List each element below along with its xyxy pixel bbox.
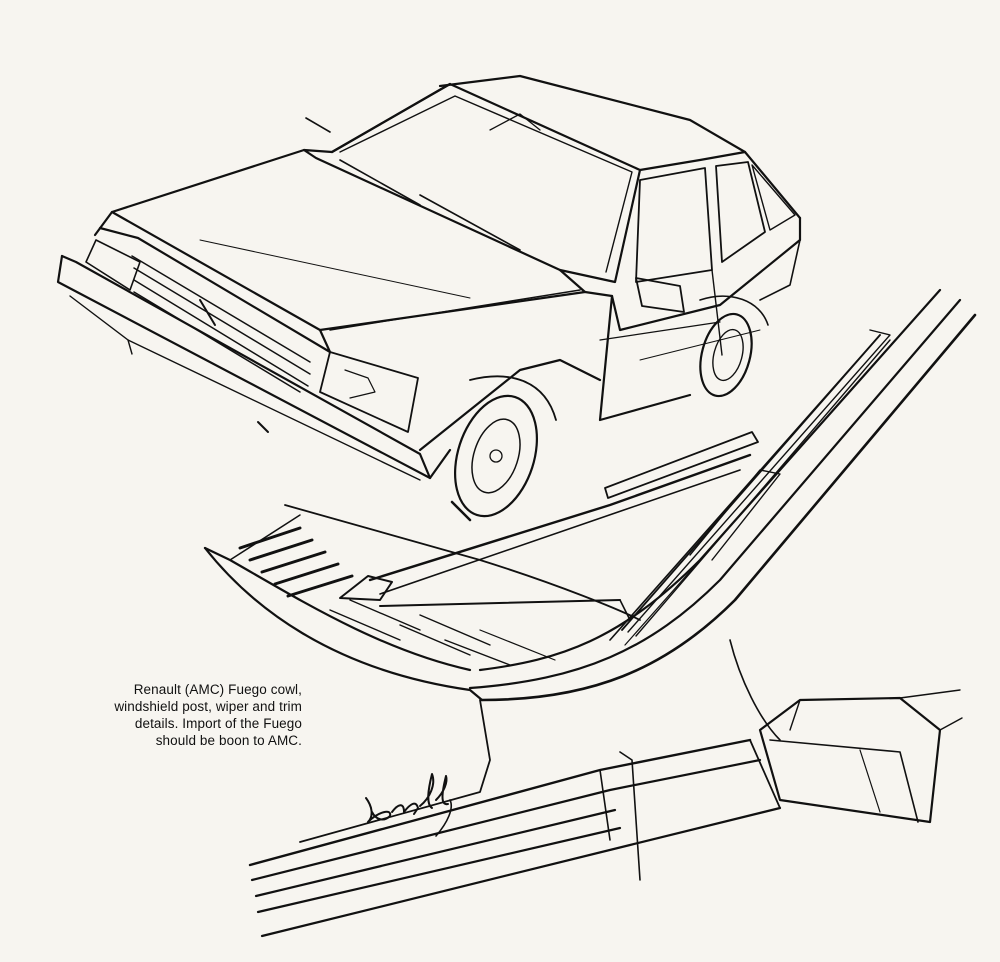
- caption-line-1: Renault (AMC) Fuego cowl,: [133, 682, 302, 697]
- caption-line-3: details. Import of the Fuego: [134, 716, 302, 731]
- car-sketch: [56, 74, 802, 522]
- caption-line-4: should be boon to AMC.: [155, 733, 302, 748]
- caption-line-2: windshield post, wiper and trim: [114, 699, 302, 714]
- figure-caption: Renault (AMC) Fuego cowl, windshield pos…: [70, 681, 302, 749]
- artist-signature: [365, 773, 452, 837]
- cowl-detail-sketch: [203, 288, 977, 938]
